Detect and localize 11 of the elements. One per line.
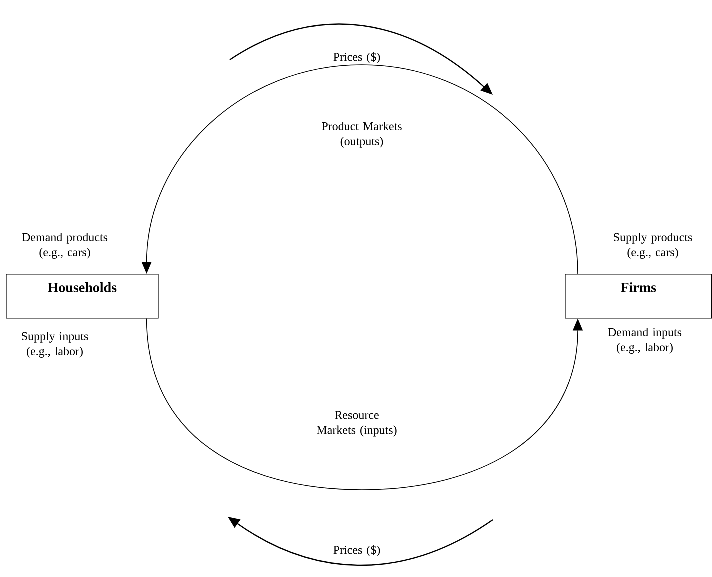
arrow <box>142 64 578 274</box>
node-caption: Supply products (e.g., cars) <box>614 233 692 259</box>
market-label: Resource Markets (inputs) <box>317 411 397 437</box>
node-caption: Demand products (e.g., cars) <box>22 233 108 259</box>
node-caption: Demand inputs (e.g., labor) <box>608 328 682 354</box>
agent-box: Firms <box>565 274 712 319</box>
market-label: Prices ($) <box>334 545 380 557</box>
node-caption: Supply inputs (e.g., labor) <box>22 332 88 358</box>
market-label: Prices ($) <box>334 52 380 64</box>
agent-box: Households <box>6 274 159 319</box>
market-label: Product Markets (outputs) <box>322 122 402 148</box>
